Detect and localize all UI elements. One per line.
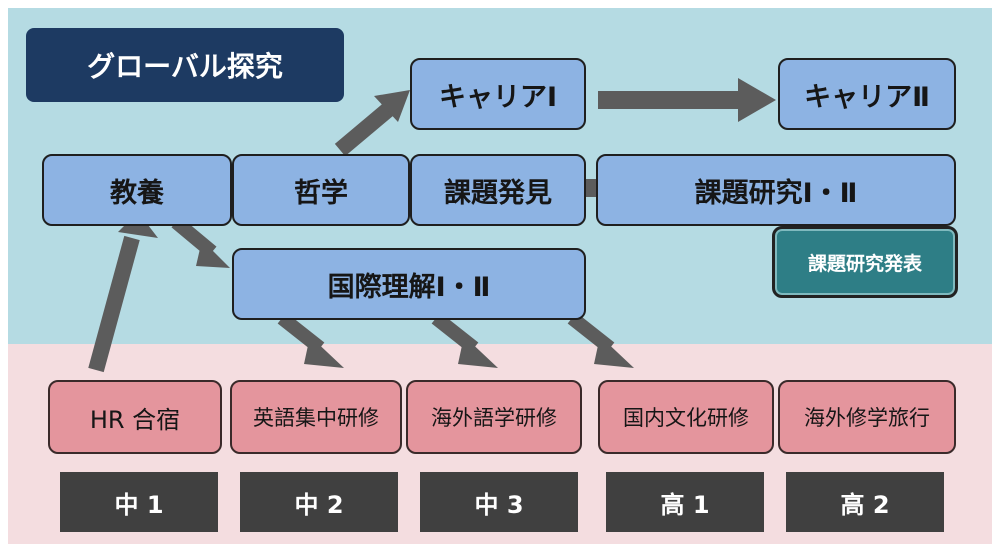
program-hr-gasshuku: HR 合宿 — [48, 380, 222, 454]
arrow-kokusai-to-kaigai-gogaku — [431, 312, 498, 368]
kyouyou-box: 教養 — [42, 154, 232, 226]
grade-chu3: 中 3 — [420, 472, 578, 532]
grade-chu1: 中 1 — [60, 472, 218, 532]
arrow-career1-to-career2 — [598, 78, 776, 122]
program-kaigai-shugaku: 海外修学旅行 — [778, 380, 956, 454]
arrow-kyouyou-to-kokusai — [171, 216, 230, 268]
tetsugaku-box: 哲学 — [232, 154, 410, 226]
program-kokunai-bunka: 国内文化研修 — [598, 380, 774, 454]
arrow-hr-to-kyouyou — [88, 212, 158, 373]
kokusai-rikai-box: 国際理解Ⅰ・Ⅱ — [232, 248, 586, 320]
kadai-kenkyu-happyou-box: 課題研究発表 — [772, 226, 958, 298]
kadai-hakken-box: 課題発見 — [410, 154, 586, 226]
program-eigo-shuchu: 英語集中研修 — [230, 380, 402, 454]
grade-chu2: 中 2 — [240, 472, 398, 532]
career1-box: キャリアⅠ — [410, 58, 586, 130]
diagram-title: グローバル探究 — [26, 28, 344, 102]
arrow-kokusai-to-kokunai — [567, 312, 634, 368]
kadai-kenkyu-box: 課題研究Ⅰ・Ⅱ — [596, 154, 956, 226]
career2-box: キャリアⅡ — [778, 58, 956, 130]
grade-kou2: 高 2 — [786, 472, 944, 532]
program-kaigai-gogaku: 海外語学研修 — [406, 380, 582, 454]
arrow-kokusai-to-eigo — [277, 312, 344, 368]
grade-kou1: 高 1 — [606, 472, 764, 532]
arrow-tetsugaku-to-career1 — [334, 90, 410, 157]
